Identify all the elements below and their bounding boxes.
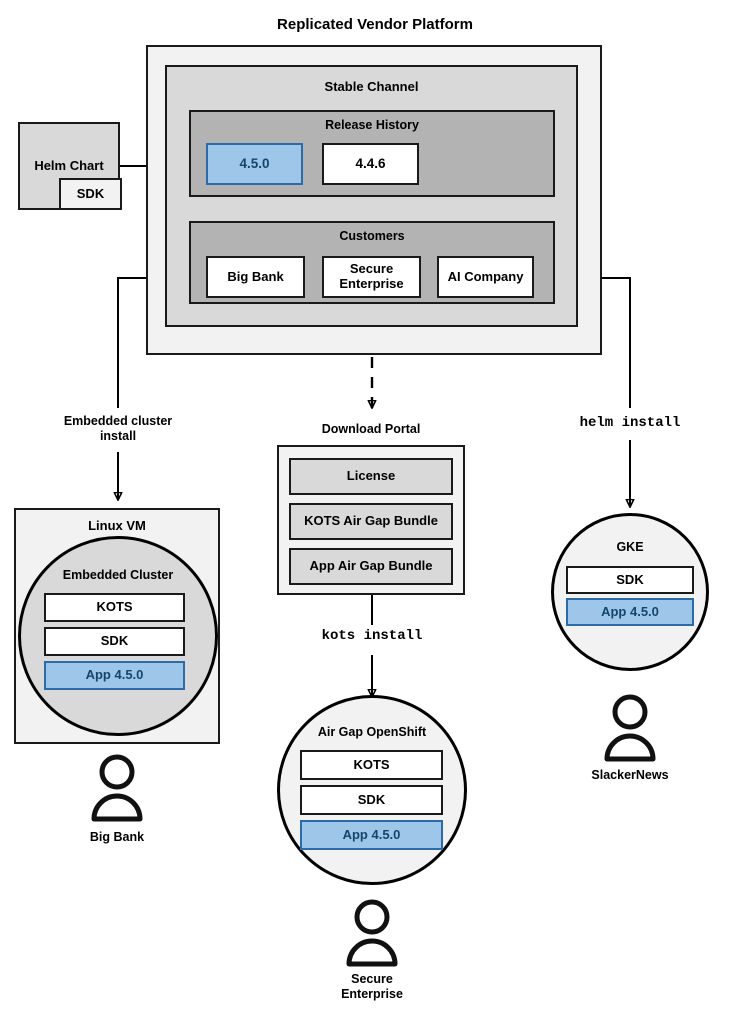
release-chip[interactable]: 4.4.6 [322, 143, 419, 185]
gke-component-sdk[interactable]: SDK [566, 566, 694, 594]
linuxvm-component-app[interactable]: App 4.5.0 [44, 661, 185, 690]
customer-card-secure-enterprise[interactable]: Secure Enterprise [322, 256, 421, 298]
persona-label-big-bank: Big Bank [89, 830, 145, 844]
gke-component-app[interactable]: App 4.5.0 [566, 598, 694, 626]
linuxvm-component-sdk[interactable]: SDK [44, 627, 185, 656]
gke-title: GKE [616, 540, 644, 554]
portal-artifact-app-air-gap-bundle[interactable]: App Air Gap Bundle [289, 548, 453, 585]
helm-chart-sdk-box: SDK [59, 178, 122, 210]
openshift-component-app[interactable]: App 4.5.0 [300, 820, 443, 850]
air-gap-openshift-title: Air Gap OpenShift [317, 725, 427, 739]
openshift-component-sdk[interactable]: SDK [300, 785, 443, 815]
helm-chart-label: Helm Chart [34, 158, 104, 173]
customers-title: Customers [339, 229, 405, 243]
persona-label-slackernews: SlackerNews [591, 768, 669, 782]
page-title: Replicated Vendor Platform [277, 16, 473, 33]
openshift-component-kots[interactable]: KOTS [300, 750, 443, 780]
download-portal-title: Download Portal [321, 422, 421, 436]
edge-label-helm-install: helm install [579, 415, 681, 431]
stable-channel-title: Stable Channel [324, 79, 419, 94]
persona-label-secure-enterprise: Secure Enterprise [341, 972, 403, 1001]
customer-card-ai-company[interactable]: AI Company [437, 256, 534, 298]
embedded-cluster-title: Embedded Cluster [62, 568, 174, 582]
customer-card-big-bank[interactable]: Big Bank [206, 256, 305, 298]
linux-vm-title: Linux VM [88, 518, 146, 533]
portal-artifact-license[interactable]: License [289, 458, 453, 495]
portal-artifact-kots-air-gap-bundle[interactable]: KOTS Air Gap Bundle [289, 503, 453, 540]
release-chip-current[interactable]: 4.5.0 [206, 143, 303, 185]
release-history-title: Release History [325, 118, 419, 132]
linuxvm-component-kots[interactable]: KOTS [44, 593, 185, 622]
edge-label-embedded-cluster-install: Embedded cluster install [63, 414, 173, 443]
edge-label-kots-install: kots install [321, 628, 423, 644]
